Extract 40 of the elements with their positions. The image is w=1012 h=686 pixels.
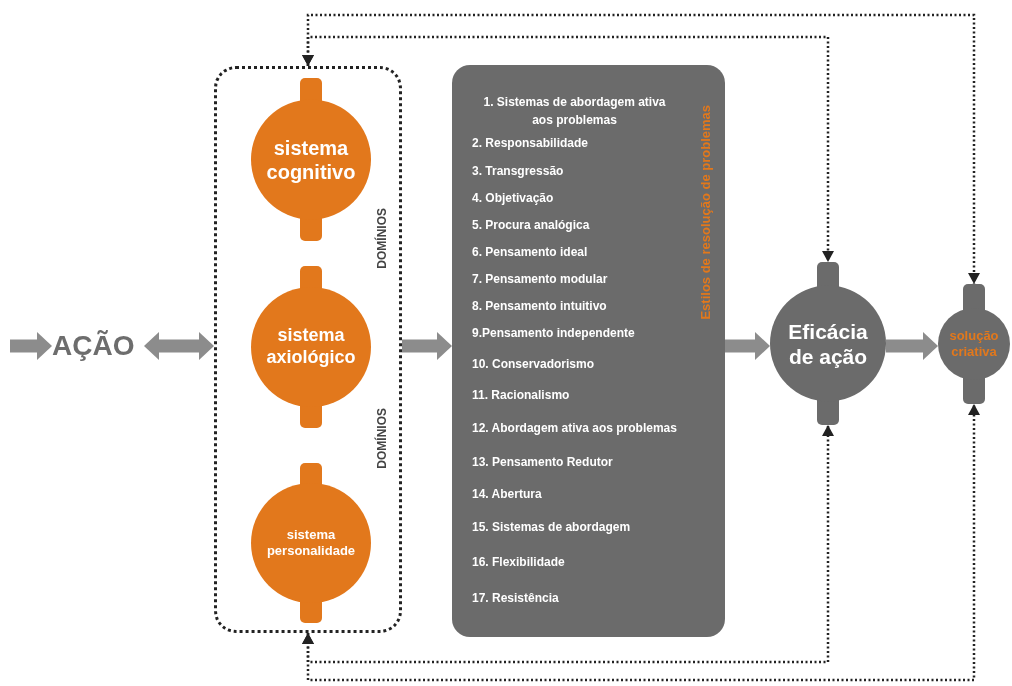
block-arrow (886, 332, 938, 360)
list-item: 9.Pensamento independente (472, 326, 635, 340)
list-item: 2. Responsabilidade (472, 136, 589, 150)
block-arrow (144, 332, 214, 360)
list-item: 13. Pensamento Redutor (472, 455, 613, 469)
vertical-label: DOMÍNIOS (375, 408, 389, 469)
block-arrow (725, 332, 770, 360)
block-arrow (402, 332, 452, 360)
action-label: AÇÃO (52, 328, 144, 364)
dotted-feedback-arrow (302, 404, 980, 682)
list-item: 4. Objetivação (472, 191, 554, 205)
list-item: 6. Pensamento ideal (472, 245, 588, 259)
list-item: 1. Sistemas de abordagem ativa aos problemas (482, 94, 667, 129)
tabbed-circle-node (938, 284, 1010, 404)
vertical-label: DOMÍNIOS (375, 208, 389, 269)
list-item: 16. Flexibilidade (472, 555, 565, 569)
list-item: 12. Abordagem ativa aos problemas (472, 421, 677, 435)
list-item: 5. Procura analógica (472, 218, 590, 232)
list-item: 15. Sistemas de abordagem (472, 520, 631, 534)
list-item: 7. Pensamento modular (472, 272, 608, 286)
tabbed-circle-node (251, 78, 371, 241)
list-item: 3. Transgressão (472, 164, 564, 178)
list-item: 11. Racionalismo (472, 388, 570, 402)
styles-panel (452, 65, 725, 637)
tabbed-circle-node (251, 463, 371, 623)
list-item: 10. Conservadorismo (472, 357, 595, 371)
list-item: 14. Abertura (472, 487, 542, 501)
node-label: sistema cognitivo (265, 135, 357, 184)
block-arrow (10, 332, 52, 360)
list-item: 17. Resistência (472, 591, 559, 605)
node-label: sistema personalidade (265, 527, 357, 559)
node-label: Eficácia de ação (787, 318, 869, 369)
list-item: 8. Pensamento intuitivo (472, 299, 607, 313)
dotted-domain-frame (214, 66, 402, 633)
dotted-feedback-arrow (302, 13, 980, 284)
vertical-heading: Estilos de resolução de problemas (698, 105, 713, 320)
tabbed-circle-node (251, 266, 371, 428)
node-label: sistema axiológico (265, 325, 357, 369)
node-label: solução criativa (948, 328, 1000, 360)
tabbed-circle-node (770, 262, 886, 425)
